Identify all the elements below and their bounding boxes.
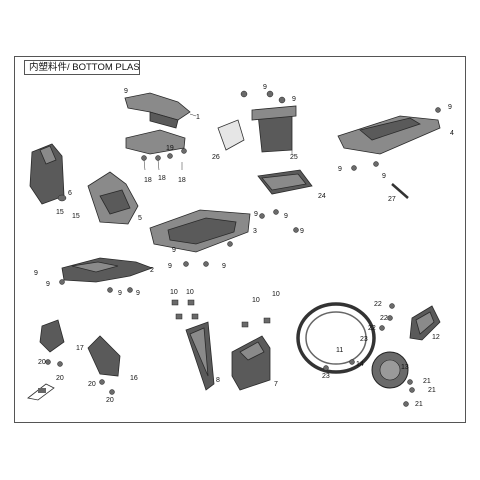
part-6[interactable] [29,143,67,205]
callout-9-g[interactable]: 9 [254,211,258,218]
part-8[interactable] [171,299,215,391]
callout-10-c[interactable]: 10 [252,297,260,304]
callout-3[interactable]: 3 [253,228,257,235]
callout-9-p[interactable]: 9 [136,290,140,297]
part-26[interactable] [217,119,245,151]
callout-24[interactable]: 24 [318,193,326,200]
callout-17[interactable]: 17 [76,345,84,352]
callout-15-b[interactable]: 15 [72,213,80,220]
part-17[interactable] [39,319,65,367]
callout-13[interactable]: 13 [401,364,409,371]
part-4[interactable] [337,107,441,171]
part-5[interactable] [87,171,139,225]
part-11[interactable] [296,302,376,374]
callout-9-a[interactable]: 9 [124,88,128,95]
part-13[interactable] [371,351,415,407]
callout-14[interactable]: 14 [356,361,364,368]
callout-21-c[interactable]: 21 [415,401,423,408]
callout-5[interactable]: 5 [138,215,142,222]
diagram-title: 内塑料件/ BOTTOM PLASTICS [24,60,140,75]
callout-18-b[interactable]: 18 [158,175,166,182]
callout-9-f[interactable]: 9 [382,173,386,180]
callout-7[interactable]: 7 [274,381,278,388]
callout-9-c[interactable]: 9 [292,96,296,103]
callout-20-c[interactable]: 20 [88,381,96,388]
callout-10-d[interactable]: 10 [272,291,280,298]
part-25[interactable] [240,90,297,154]
callout-1[interactable]: 1 [196,114,200,121]
callout-9-b[interactable]: 9 [263,84,267,91]
callout-23-b[interactable]: 23 [322,373,330,380]
callout-9-l[interactable]: 9 [222,263,226,270]
part-7[interactable] [231,317,271,391]
callout-23-a[interactable]: 23 [360,336,368,343]
callout-26[interactable]: 26 [212,154,220,161]
callout-20-b[interactable]: 20 [56,375,64,382]
callout-22-b[interactable]: 22 [380,315,388,322]
callout-8[interactable]: 8 [216,377,220,384]
callout-9-k[interactable]: 9 [168,263,172,270]
callout-27[interactable]: 27 [388,196,396,203]
callout-9-m[interactable]: 9 [34,270,38,277]
callout-22-a[interactable]: 22 [374,301,382,308]
callout-18-c[interactable]: 18 [178,177,186,184]
callout-19[interactable]: 19 [166,145,174,152]
callout-9-j[interactable]: 9 [172,247,176,254]
part-27[interactable] [391,183,409,199]
callout-25[interactable]: 25 [290,154,298,161]
callout-9-h[interactable]: 9 [284,213,288,220]
callout-9-e[interactable]: 9 [338,166,342,173]
callout-2[interactable]: 2 [150,267,154,274]
part-19[interactable] [125,129,187,171]
callout-10-b[interactable]: 10 [186,289,194,296]
callout-16[interactable]: 16 [130,375,138,382]
callout-22-c[interactable]: 22 [368,325,376,332]
part-1[interactable] [124,92,197,129]
callout-4[interactable]: 4 [450,130,454,137]
part-16[interactable] [87,335,121,395]
callout-9-d[interactable]: 9 [448,104,452,111]
callout-15-a[interactable]: 15 [56,209,64,216]
callout-20-d[interactable]: 20 [106,397,114,404]
callout-21-b[interactable]: 21 [428,387,436,394]
part-2[interactable] [59,257,154,293]
front-arrow-icon [27,383,55,401]
callout-11[interactable]: 11 [336,347,343,354]
part-12[interactable] [379,303,441,341]
callout-20-a[interactable]: 20 [38,359,46,366]
part-3[interactable] [149,209,251,267]
callout-9-o[interactable]: 9 [118,290,122,297]
callout-12[interactable]: 12 [432,334,440,341]
callout-9-n[interactable]: 9 [46,281,50,288]
callout-21-a[interactable]: 21 [423,378,431,385]
callout-9-i[interactable]: 9 [300,228,304,235]
callout-18-a[interactable]: 18 [144,177,152,184]
callout-10-a[interactable]: 10 [170,289,178,296]
callout-6[interactable]: 6 [68,190,72,197]
part-24[interactable] [257,169,313,233]
